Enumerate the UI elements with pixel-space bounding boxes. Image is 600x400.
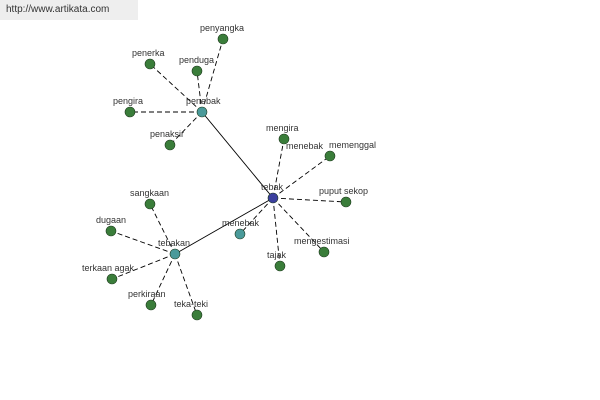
- node-label-pengira[interactable]: pengira: [113, 96, 143, 106]
- edge-tebak-menebak: [239, 197, 274, 235]
- node-dugaan[interactable]: dugaan: [96, 215, 126, 237]
- node-tajak[interactable]: tajak: [267, 250, 287, 272]
- edge-tebakan-teka-teki: [174, 253, 198, 316]
- node-label-puput-sekop[interactable]: puput sekop: [319, 186, 368, 196]
- node-label-perkiraan[interactable]: perkiraan: [128, 289, 166, 299]
- node-dot-puput-sekop[interactable]: [340, 196, 352, 208]
- node-sangkaan[interactable]: sangkaan: [130, 188, 169, 210]
- node-label-sangkaan[interactable]: sangkaan: [130, 188, 169, 198]
- node-dot-memenggal[interactable]: [324, 150, 336, 162]
- node-label-dugaan[interactable]: dugaan: [96, 215, 126, 225]
- node-label-penduga[interactable]: penduga: [179, 55, 214, 65]
- node-teka-teki[interactable]: teka-teki: [174, 299, 208, 321]
- node-dot-penaksir[interactable]: [164, 139, 176, 151]
- edge-tebak-tajak: [272, 197, 281, 267]
- node-penduga[interactable]: penduga: [179, 55, 214, 77]
- node-dot-mengira[interactable]: [278, 133, 290, 145]
- edge-tebakan-sangkaan: [149, 203, 176, 255]
- edge-penebak-penerka: [149, 63, 203, 113]
- edge-tebak-puput-sekop: [272, 197, 347, 203]
- node-label-menebak2[interactable]: menebak: [286, 141, 324, 151]
- graph-nodes: tebak penebak tebakan menebak penyangka pener…: [82, 23, 376, 321]
- node-label-tebak[interactable]: tebak: [261, 182, 284, 192]
- node-menebak[interactable]: menebak: [222, 218, 260, 240]
- node-label-tebakan[interactable]: tebakan: [158, 238, 190, 248]
- graph-edges: [110, 38, 347, 316]
- node-memenggal[interactable]: memenggal: [324, 140, 376, 162]
- node-dot-teka-teki[interactable]: [191, 309, 203, 321]
- node-label-mengestimasi[interactable]: mengestimasi: [294, 236, 350, 246]
- node-puput-sekop[interactable]: puput sekop: [319, 186, 368, 208]
- node-mengestimasi[interactable]: mengestimasi: [294, 236, 350, 258]
- node-label-memenggal[interactable]: memenggal: [329, 140, 376, 150]
- node-perkiraan[interactable]: perkiraan: [128, 289, 166, 311]
- node-menebak2[interactable]: menebak: [286, 141, 324, 151]
- node-mengira[interactable]: mengira: [266, 123, 299, 145]
- node-penyangka[interactable]: penyangka: [200, 23, 244, 45]
- node-dot-perkiraan[interactable]: [145, 299, 157, 311]
- node-label-tajak[interactable]: tajak: [267, 250, 287, 260]
- node-tebakan[interactable]: tebakan: [158, 238, 190, 260]
- edge-tebakan-dugaan: [110, 230, 176, 255]
- node-terkaan-agak[interactable]: terkaan agak: [82, 263, 135, 285]
- node-penaksir[interactable]: penaksir: [150, 129, 184, 151]
- node-dot-tajak[interactable]: [274, 260, 286, 272]
- node-dot-tebakan[interactable]: [169, 248, 181, 260]
- node-dot-penduga[interactable]: [191, 65, 203, 77]
- node-label-teka-teki[interactable]: teka-teki: [174, 299, 208, 309]
- node-dot-penerka[interactable]: [144, 58, 156, 70]
- edge-tebak-mengira: [272, 138, 285, 199]
- node-label-penebak[interactable]: penebak: [186, 96, 221, 106]
- node-pengira[interactable]: pengira: [113, 96, 143, 118]
- node-dot-mengestimasi[interactable]: [318, 246, 330, 258]
- node-label-penyangka[interactable]: penyangka: [200, 23, 244, 33]
- node-dot-terkaan-agak[interactable]: [106, 273, 118, 285]
- node-tebak[interactable]: tebak: [261, 182, 284, 204]
- edge-tebak-memenggal: [272, 155, 331, 199]
- node-label-penaksir[interactable]: penaksir: [150, 129, 184, 139]
- node-dot-dugaan[interactable]: [105, 225, 117, 237]
- node-label-mengira[interactable]: mengira: [266, 123, 299, 133]
- site-watermark: http://www.artikata.com: [0, 0, 138, 20]
- node-dot-menebak[interactable]: [234, 228, 246, 240]
- node-label-penerka[interactable]: penerka: [132, 48, 165, 58]
- edge-tebak-mengestimasi: [272, 197, 325, 253]
- node-dot-pengira[interactable]: [124, 106, 136, 118]
- edge-tebakan-perkiraan: [150, 253, 176, 306]
- node-label-terkaan-agak[interactable]: terkaan agak: [82, 263, 135, 273]
- node-penerka[interactable]: penerka: [132, 48, 165, 70]
- node-dot-penebak[interactable]: [196, 106, 208, 118]
- edge-tebak-tebakan: [174, 197, 274, 255]
- node-label-menebak[interactable]: menebak: [222, 218, 260, 228]
- node-dot-penyangka[interactable]: [217, 33, 229, 45]
- edge-tebak-penebak: [201, 111, 274, 199]
- edge-tebakan-terkaan-agak: [111, 253, 176, 280]
- edge-penebak-penduga: [196, 70, 203, 113]
- node-dot-tebak[interactable]: [267, 192, 279, 204]
- node-dot-sangkaan[interactable]: [144, 198, 156, 210]
- edge-penebak-penyangka: [201, 38, 224, 113]
- node-penebak[interactable]: penebak: [186, 96, 221, 118]
